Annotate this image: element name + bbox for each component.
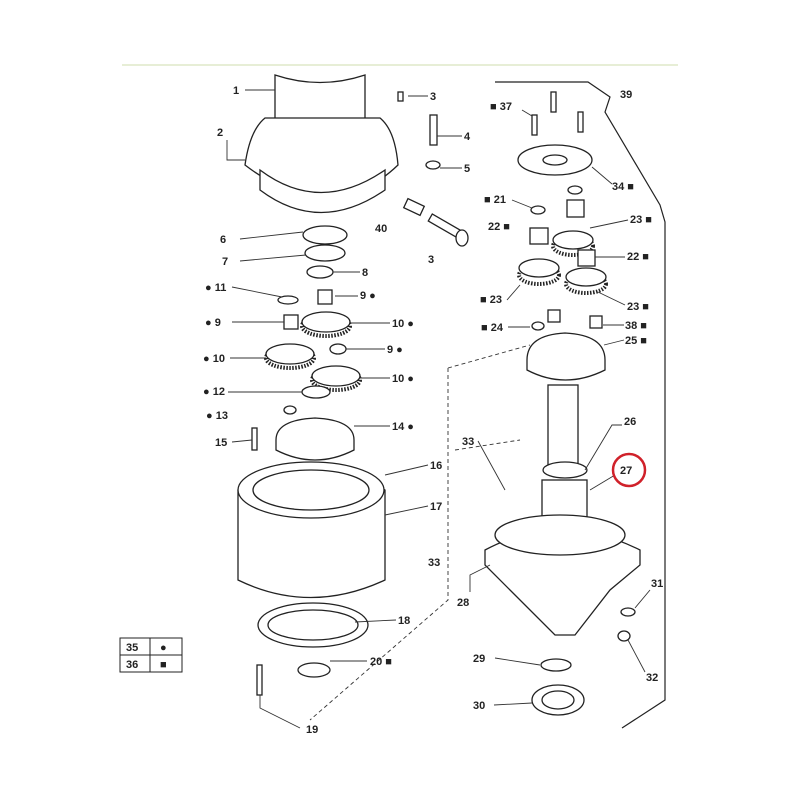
callout-label: 15 xyxy=(215,437,227,449)
callout-label: ● 10 xyxy=(203,353,225,365)
callout-label: 8 xyxy=(362,267,368,279)
legend-symbol: ■ xyxy=(160,659,167,671)
callout-label: ● 13 xyxy=(206,410,228,422)
callout-label: 29 xyxy=(473,653,485,665)
callout-label: 2 xyxy=(217,127,223,139)
callout-label: ■ 37 xyxy=(490,101,512,113)
callout-label: 7 xyxy=(222,256,228,268)
bearing-26 xyxy=(542,461,588,479)
callout-label: 9 ● xyxy=(387,344,403,356)
legend: 35 ● 36 ■ xyxy=(119,637,183,673)
callout-label: 23 ■ xyxy=(627,301,649,313)
callout-label: 25 ■ xyxy=(625,335,647,347)
callout-label: 33 xyxy=(462,436,474,448)
callout-label: 31 xyxy=(651,578,663,590)
callout-label: ● 12 xyxy=(203,386,225,398)
callout-label: 3 xyxy=(430,91,436,103)
callout-label: 14 ● xyxy=(392,421,414,433)
callout-label: 4 xyxy=(464,131,471,143)
callout-label: 34 ■ xyxy=(612,181,634,193)
callout-label: 38 ■ xyxy=(625,320,647,332)
callout-labels: 1 2 3 4 5 40 3 6 7 8 9 ● ● 11 ● 9 10 ● ● 10 9 ● 10 ● ● 12… xyxy=(203,85,663,736)
callout-label: 19 xyxy=(306,724,318,736)
callout-label: 40 xyxy=(375,223,387,235)
callout-label: 10 ● xyxy=(392,318,414,330)
carrier-14 xyxy=(275,417,355,461)
callout-label: 9 ● xyxy=(360,290,376,302)
callout-label: ■ 23 xyxy=(480,294,502,306)
plug-3 xyxy=(397,91,404,102)
left-assembly xyxy=(237,74,469,696)
callout-label: 10 ● xyxy=(392,373,414,385)
callout-label: 18 xyxy=(398,615,410,627)
legend-number: 35 xyxy=(126,642,138,654)
callout-label: 22 ■ xyxy=(627,251,649,263)
legend-number: 36 xyxy=(126,659,138,671)
kit-bracket-39 xyxy=(495,81,666,729)
callout-label: ■ 21 xyxy=(484,194,506,206)
legend-symbol: ● xyxy=(160,642,167,654)
callout-label: 5 xyxy=(464,163,470,175)
bearing-6 xyxy=(302,225,348,245)
callout-label: 26 xyxy=(624,416,636,428)
leader-lines xyxy=(226,89,651,729)
callout-label: 22 ■ xyxy=(488,221,510,233)
callout-label: 28 xyxy=(457,597,469,609)
callout-label: 27 xyxy=(620,465,632,477)
callout-label: ■ 24 xyxy=(481,322,504,334)
callout-label: 33 xyxy=(428,557,440,569)
callout-label: 30 xyxy=(473,700,485,712)
callout-label: 32 xyxy=(646,672,658,684)
callout-label: 20 ■ xyxy=(370,656,392,668)
right-assembly xyxy=(484,91,641,716)
callout-label: 39 xyxy=(620,89,632,101)
callout-label: ● 9 xyxy=(205,317,221,329)
highlight-circle-27 xyxy=(611,452,647,488)
carrier-25 xyxy=(526,332,606,381)
callout-label: 6 xyxy=(220,234,226,246)
callout-label: 3 xyxy=(428,254,434,266)
callout-label: ● 11 xyxy=(205,282,226,294)
callout-label: 23 ■ xyxy=(630,214,652,226)
callout-label: 16 xyxy=(430,460,442,472)
callout-label: 1 xyxy=(233,85,239,97)
callout-label: 17 xyxy=(430,501,442,513)
